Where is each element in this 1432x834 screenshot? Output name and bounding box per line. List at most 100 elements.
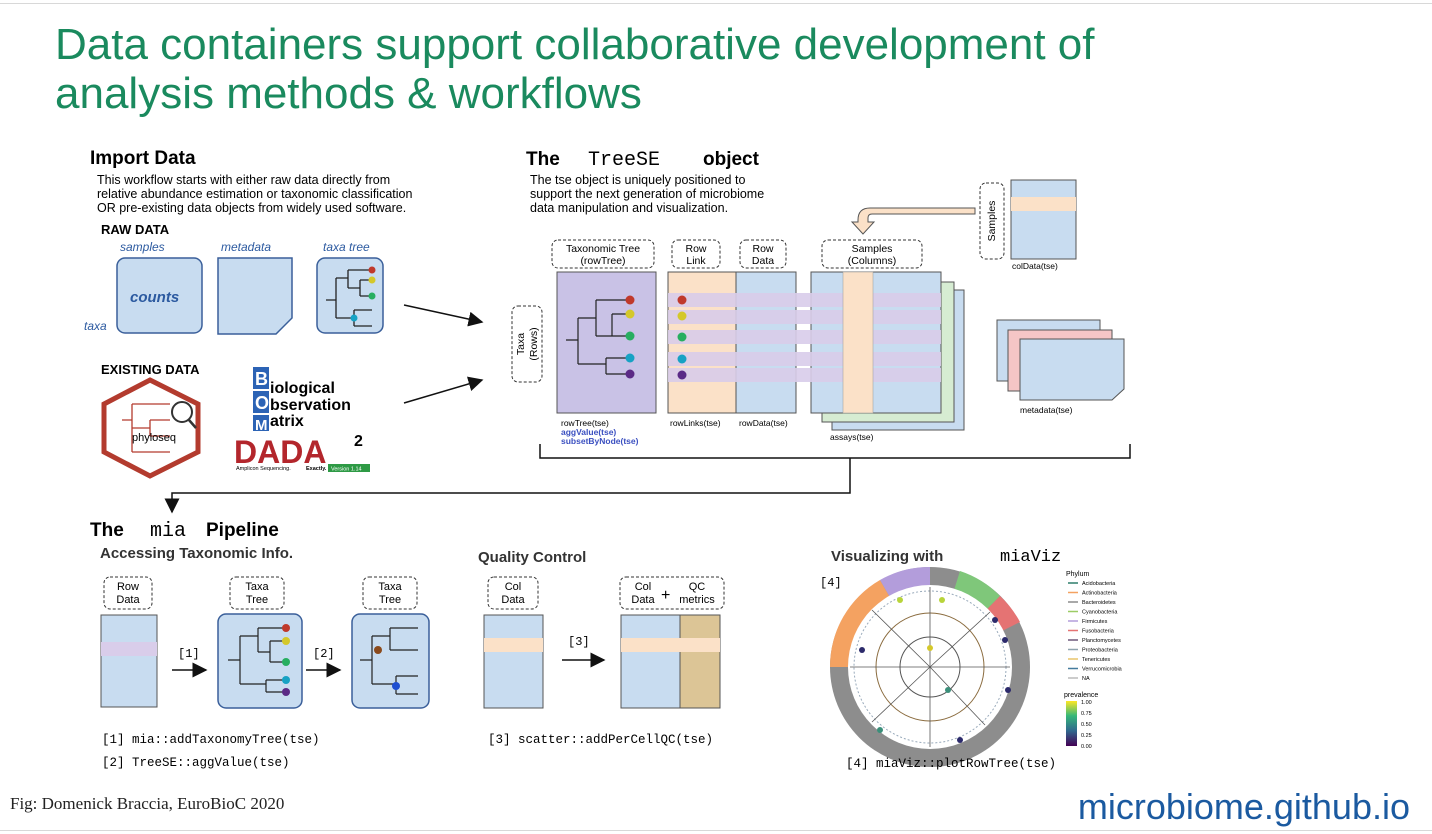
- import-data-section: Import Data This workflow starts with ei…: [84, 148, 484, 479]
- counts-box: [116, 257, 203, 334]
- legend-label: Acidobacteria: [1082, 581, 1116, 587]
- row-data-label-1: Row: [752, 243, 773, 255]
- tip-dot: [957, 737, 963, 743]
- qc-metrics-panel: [679, 614, 721, 709]
- taxa-tree-node: [368, 292, 376, 300]
- row-link-label-1: Row: [685, 243, 706, 255]
- counts-label: counts: [130, 289, 179, 306]
- row-data-panel: [100, 614, 158, 708]
- radial-branch: [871, 609, 931, 668]
- page-title: Data containers support collaborative de…: [55, 20, 1355, 118]
- metadata-doc-1: [1019, 338, 1125, 401]
- coldata-highlight-row: [1011, 197, 1076, 211]
- taxa-tree-label-2b: Tree: [379, 594, 401, 606]
- aggvalue-fn: aggValue(tse): [561, 427, 616, 437]
- biom-logo: B O M iological bservation atrix: [253, 367, 351, 434]
- legend-label: Firmicutes: [1082, 619, 1108, 625]
- biom-letter-block: [253, 367, 269, 389]
- samples-side-label-box: [979, 182, 1005, 260]
- taxonomic-tree-label-1: Taxonomic Tree: [566, 243, 640, 255]
- bottom-rule: [0, 830, 1432, 831]
- taxa-rows-label-box: [511, 305, 543, 383]
- import-desc-1: This workflow starts with either raw dat…: [97, 173, 390, 187]
- col-data-qc-dash-box: [619, 576, 725, 610]
- sample-column-highlight: [842, 271, 874, 414]
- samples-side-label: Samples: [986, 201, 998, 242]
- taxa-tree-1-node: [282, 637, 290, 645]
- col-data-qc-highlight: [621, 638, 720, 652]
- taxa-tree-1-node: [282, 676, 290, 684]
- tip-dot: [945, 687, 951, 693]
- radial-branch: [929, 666, 986, 726]
- treese-desc-1: The tse object is uniquely positioned to: [530, 173, 745, 187]
- tip-dots: [859, 597, 1011, 743]
- row-data-dash-box: [103, 576, 153, 610]
- row-band: [668, 310, 941, 324]
- taxa-tree-1-node: [282, 658, 290, 666]
- coldata-panel: [1010, 179, 1077, 260]
- figure-credit: Fig: Domenick Braccia, EuroBioC 2020: [10, 794, 285, 813]
- tip-dot: [1005, 687, 1011, 693]
- phyloseq-hex-logo: [101, 377, 201, 479]
- treese-bracket: [539, 444, 1131, 459]
- plus-sign: +: [661, 587, 670, 604]
- circular-tree-plot: [829, 566, 1030, 767]
- magnifier-icon: [171, 401, 193, 423]
- samples-columns-label-1: Samples: [852, 243, 893, 255]
- dada2-exactly: Exactly.: [306, 466, 327, 472]
- taxonomic-tree-label-box: [551, 239, 655, 269]
- footer-url-link[interactable]: microbiome.github.io: [1077, 786, 1410, 827]
- qc-metrics-label-1: QC: [689, 581, 706, 593]
- fn-2: [2] TreeSE::aggValue(tse): [102, 756, 290, 770]
- prevalence-tick: 0.00: [1081, 744, 1092, 750]
- row-data-label-box: [739, 239, 787, 269]
- title-line-1: Data containers support collaborative de…: [55, 20, 1095, 69]
- prevalence-tick: 0.75: [1081, 711, 1092, 717]
- radial-branch: [929, 611, 991, 668]
- metadata-label: metadata: [221, 240, 271, 254]
- legend-label: NA: [1082, 676, 1090, 682]
- row-tree-node: [625, 353, 635, 363]
- pipeline-section: The mia Pipeline Accessing Taxonomic Inf…: [90, 520, 1123, 771]
- bracket-to-pipeline-arrow: [164, 458, 851, 514]
- step-1-label: [1]: [178, 647, 200, 661]
- dada2-main: DADA: [234, 434, 326, 470]
- row-link-node: [677, 311, 687, 321]
- row-link-label-2: Link: [686, 255, 706, 267]
- col-data-qc-panel: [620, 614, 681, 709]
- tip-dot: [992, 617, 998, 623]
- biom-letter-block: [253, 415, 269, 431]
- taxa-tree-node: [368, 276, 376, 284]
- taxa-tree-box: [316, 257, 384, 334]
- legend-label: Tenericutes: [1082, 657, 1110, 663]
- metadata-fn: metadata(tse): [1020, 405, 1073, 415]
- existing-to-treese-arrow: [403, 376, 484, 404]
- tip-dot: [877, 727, 883, 733]
- prevalence-title: prevalence: [1064, 692, 1098, 699]
- row-tree-node: [625, 331, 635, 341]
- top-rule: [0, 3, 1432, 4]
- taxa-tree-1-node: [282, 688, 290, 696]
- raw-to-treese-arrow: [403, 304, 484, 327]
- taxa-tree-dash-box-2: [362, 576, 418, 610]
- assays-fn: assays(tse): [830, 432, 874, 442]
- row-link-node: [677, 332, 687, 342]
- row-bands: [668, 293, 941, 382]
- treese-section: The TreeSE object The tse object is uniq…: [164, 149, 1131, 514]
- row-data-highlight: [101, 642, 157, 656]
- treese-desc-3: data manipulation and visualization.: [530, 201, 728, 215]
- row-data-label-2: Data: [116, 594, 140, 606]
- biom-letter-o: O: [255, 393, 269, 413]
- taxa-tree-2-node: [392, 682, 400, 690]
- tip-dot: [1002, 637, 1008, 643]
- row-tree-node: [625, 309, 635, 319]
- biom-line-3: atrix: [270, 413, 304, 430]
- metadata-doc-shape: [217, 257, 293, 335]
- step-4-label: [4]: [820, 576, 842, 590]
- col-data-label-1: Col: [505, 581, 522, 593]
- row-band: [668, 330, 941, 344]
- taxa-tree-1-lines: [228, 627, 286, 693]
- biom-letter-m: M: [255, 417, 268, 434]
- legend-label: Actinobacteria: [1082, 591, 1118, 597]
